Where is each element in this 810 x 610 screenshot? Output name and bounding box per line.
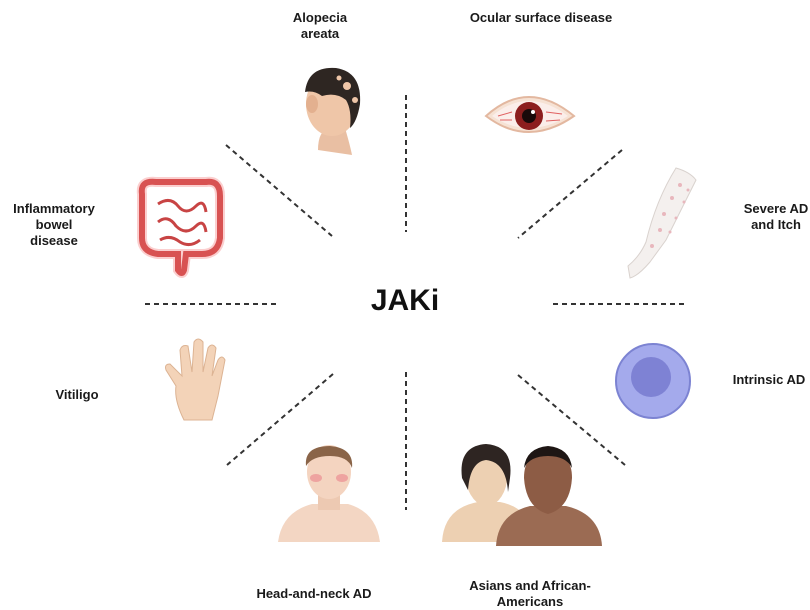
red-eye-icon — [486, 97, 574, 132]
label-head-and-neck-ad: Head-and-neck AD — [240, 586, 388, 602]
center-label-jaki: JAKi — [340, 284, 470, 318]
face-with-rash-icon — [278, 445, 380, 542]
head-with-hair-patches-icon — [305, 68, 360, 155]
label-inflammatory-bowel-disease: Inflammatory bowel disease — [2, 201, 106, 249]
label-intrinsic-ad: Intrinsic AD — [728, 372, 810, 388]
connector-ibd — [226, 145, 332, 236]
label-vitiligo: Vitiligo — [40, 387, 114, 403]
arm-with-rash-icon — [628, 168, 696, 278]
label-alopecia-areata: Alopecia areata — [272, 10, 368, 42]
label-ocular-surface-disease: Ocular surface disease — [456, 10, 626, 26]
label-asians-african-americans: Asians and African- Americans — [452, 578, 608, 610]
hand-icon — [166, 339, 226, 420]
cell-icon — [616, 344, 690, 418]
two-people-icon — [442, 444, 602, 546]
connector-ocular — [518, 150, 622, 238]
intestine-icon — [142, 182, 220, 273]
label-severe-ad-itch: Severe AD and Itch — [742, 201, 810, 233]
